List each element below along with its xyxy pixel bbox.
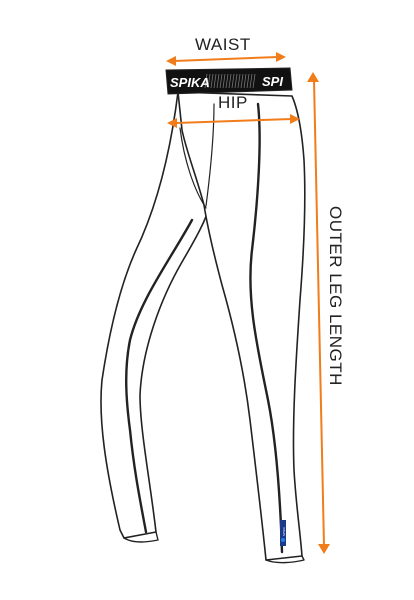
waistband-brand-right: SPI — [262, 74, 283, 89]
waist-label: WAIST — [195, 35, 251, 54]
hip-label: HIP — [218, 93, 248, 112]
back-panel-seam — [125, 218, 194, 534]
front-ankle-cuff — [265, 555, 305, 564]
leg-logo-tag: SPIKA — [280, 520, 286, 546]
hip-arrow-right — [290, 114, 300, 124]
waistband-stripes — [204, 73, 256, 89]
waist-arrow-left — [166, 56, 176, 66]
hip-arrow-left — [167, 118, 177, 128]
gusset-line — [179, 127, 207, 209]
back-leg-outline — [100, 91, 211, 539]
front-panel-seam — [249, 102, 284, 554]
waistband: SPIKA SPI — [165, 67, 293, 95]
back-ankle-cuff — [123, 531, 159, 543]
outer-leg-length-label: OUTER LEG LENGTH — [326, 206, 345, 386]
outer-leg-arrow-top — [307, 72, 319, 82]
leggings-garment — [100, 91, 306, 564]
waist-arrow-right — [276, 52, 286, 62]
outer-leg-length-measure — [307, 72, 330, 554]
waistband-brand-left: SPIKA — [170, 75, 210, 90]
waistband-band — [165, 67, 293, 95]
front-rise-line — [205, 103, 215, 207]
hip-measure — [167, 114, 300, 128]
waist-measure — [166, 52, 286, 66]
measurement-guides — [166, 52, 330, 554]
outer-leg-arrow-bottom — [318, 544, 330, 554]
front-leg-outline — [177, 91, 306, 561]
leg-tag-text: SPIKA — [282, 527, 286, 536]
